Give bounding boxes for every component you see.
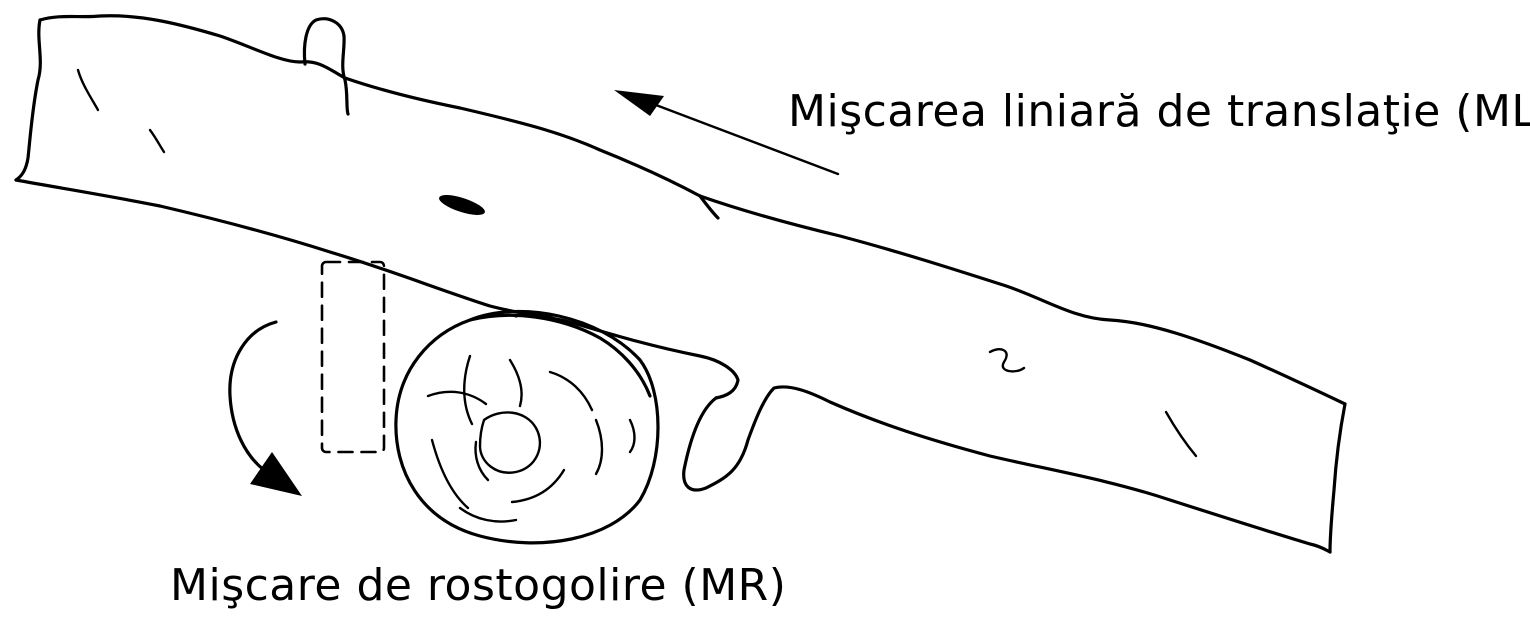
roller-grain-1 xyxy=(428,392,486,404)
bark-mark-2 xyxy=(150,130,164,152)
roller-grain-7 xyxy=(512,470,564,502)
roller-grain-3 xyxy=(464,356,472,424)
log-top-edge xyxy=(40,16,1345,404)
rotation-arrow-head xyxy=(250,452,302,496)
roller-grain-9 xyxy=(460,508,516,522)
roller-grain-2 xyxy=(432,440,468,508)
rotation-arrow xyxy=(230,322,302,496)
roller-core xyxy=(480,412,540,472)
bark-knot xyxy=(437,191,487,219)
roller-outer-rim xyxy=(470,315,650,396)
log-left-end xyxy=(16,20,40,180)
log-bottom-edge xyxy=(16,180,738,398)
roller-previous-position xyxy=(322,262,384,452)
bark-mark-1 xyxy=(78,70,98,110)
bark-mark-4 xyxy=(1166,412,1196,456)
log-right-end xyxy=(1330,404,1345,552)
translation-arrow-head xyxy=(614,90,664,116)
rotation-arrow-shaft xyxy=(230,322,276,470)
log-lower-piece xyxy=(684,387,1330,552)
label-rolling: Mişcare de rostogolire (MR) xyxy=(170,560,786,611)
roller-grain-6 xyxy=(596,420,602,474)
label-linear-translation: Mişcarea liniară de translaţie (MLT) xyxy=(788,86,1530,137)
roller-grain-5 xyxy=(550,372,592,410)
roller-outline xyxy=(396,311,658,542)
roller-grain-4 xyxy=(510,360,522,406)
roller xyxy=(396,311,658,542)
roller-grain-10 xyxy=(630,420,635,452)
bark-mark-3 xyxy=(990,349,1024,371)
